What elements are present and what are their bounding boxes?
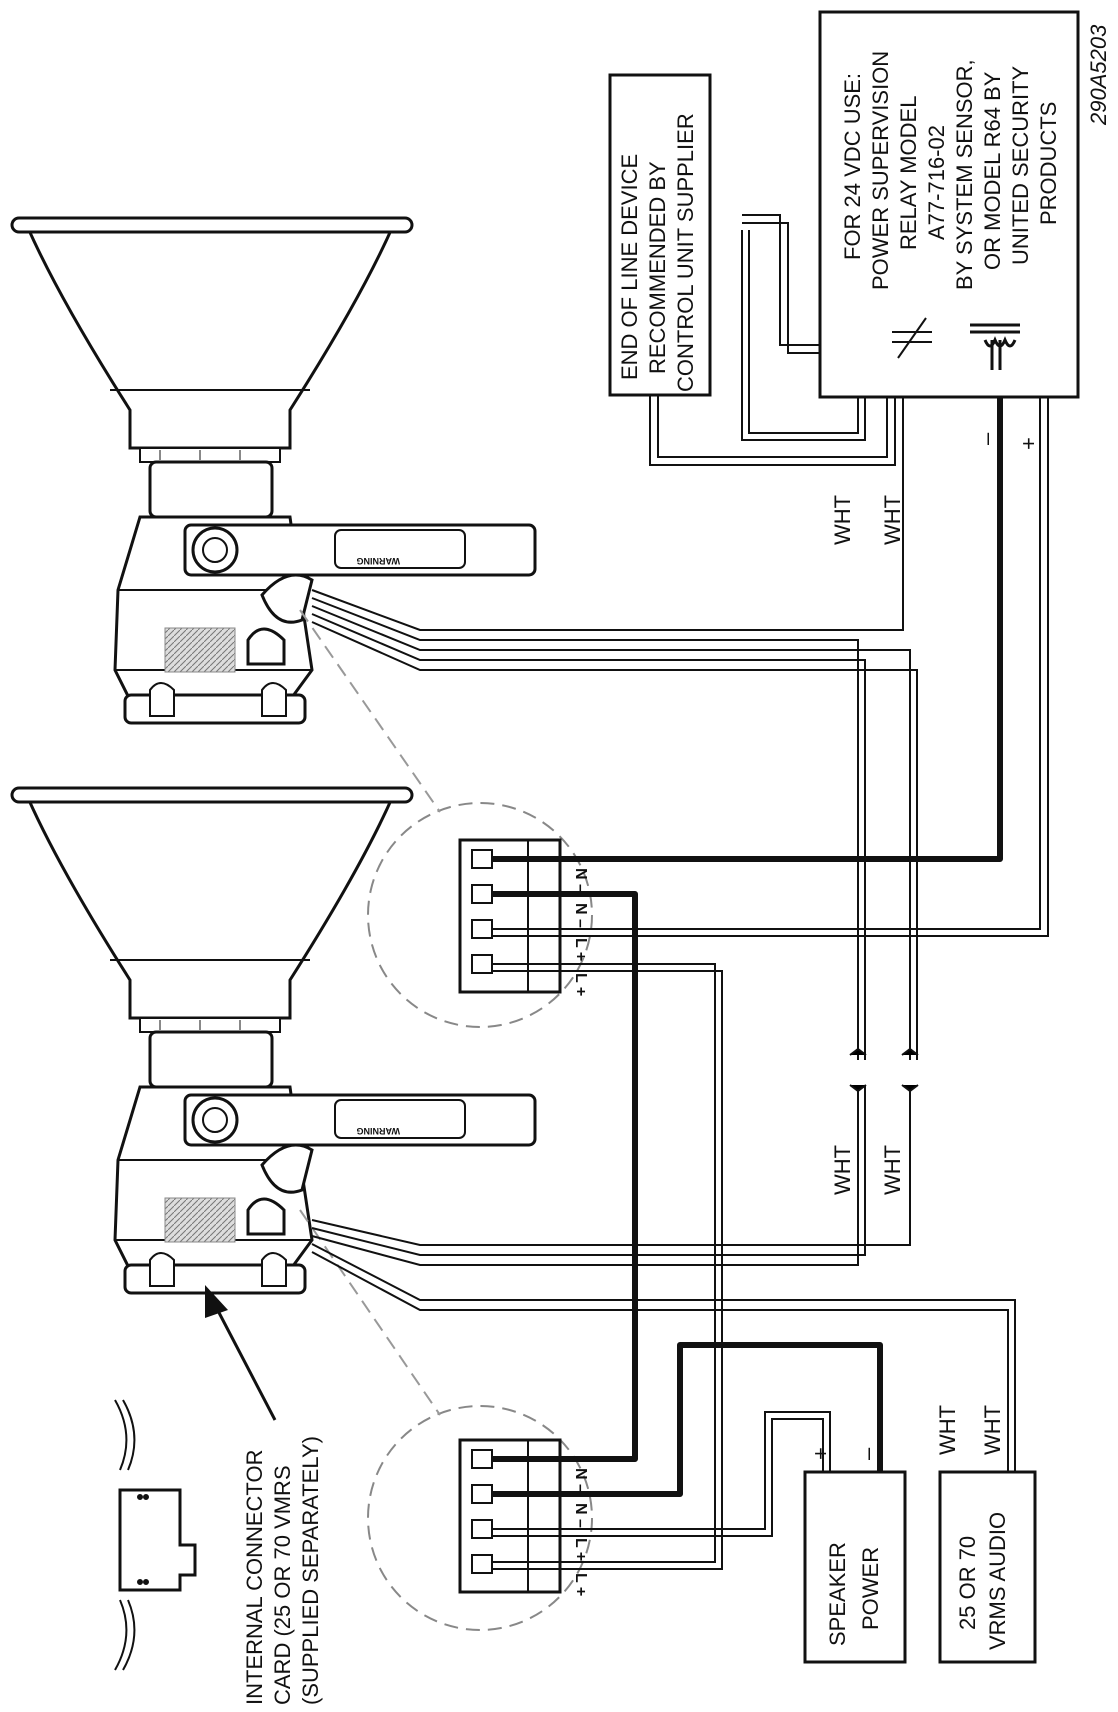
svg-text:N –: N – — [572, 903, 589, 928]
svg-text:WHT: WHT — [935, 1405, 960, 1455]
svg-text:CONTROL UNIT SUPPLIER: CONTROL UNIT SUPPLIER — [673, 113, 698, 392]
svg-text:PRODUCTS: PRODUCTS — [1036, 102, 1061, 225]
horn-plate-label: WARNING — [357, 1126, 401, 1136]
svg-text:BY SYSTEM SENSOR,: BY SYSTEM SENSOR, — [952, 59, 977, 290]
svg-text:(SUPPLIED SEPARATELY): (SUPPLIED SEPARATELY) — [298, 1436, 323, 1705]
power-supervision-relay-box: FOR 24 VDC USE: POWER SUPERVISION RELAY … — [818, 10, 1080, 450]
svg-text:POWER: POWER — [858, 1547, 883, 1630]
svg-text:–: – — [974, 432, 999, 445]
svg-text:N –: N – — [572, 868, 589, 893]
svg-text:L +: L + — [572, 938, 589, 961]
connector-card-icon — [114, 1399, 197, 1671]
speaker-power-box: SPEAKER POWER + – — [803, 1447, 907, 1664]
upper-horn-leads — [311, 345, 918, 1060]
horn-speaker-lower: WARNING — [10, 786, 537, 1295]
svg-text:L +: L + — [572, 973, 589, 996]
connector-card-note: INTERNAL CONNECTOR CARD (25 OR 70 VMRS (… — [242, 1436, 323, 1705]
svg-text:RELAY MODEL: RELAY MODEL — [896, 96, 921, 250]
svg-text:WHT: WHT — [880, 1145, 905, 1195]
svg-text:END OF LINE DEVICE: END OF LINE DEVICE — [617, 154, 642, 380]
svg-text:–: – — [855, 1447, 880, 1460]
svg-text:+: + — [808, 1447, 833, 1460]
svg-text:L +: L + — [572, 1573, 589, 1596]
svg-text:UNITED SECURITY: UNITED SECURITY — [1008, 65, 1033, 265]
end-of-line-device-box: END OF LINE DEVICE RECOMMENDED BY CONTRO… — [608, 73, 712, 397]
svg-text:A77-716-02: A77-716-02 — [924, 125, 949, 240]
horn-speaker-upper: WARNING — [10, 216, 537, 725]
svg-text:WHT: WHT — [830, 1145, 855, 1195]
svg-text:+: + — [1016, 437, 1041, 450]
svg-text:VRMS AUDIO: VRMS AUDIO — [985, 1512, 1010, 1650]
terminal-labels-upper: N – N – L + L + — [572, 868, 589, 996]
wht-wire-labels: WHT WHT WHT WHT WHT WHT — [830, 495, 1005, 1455]
wire-break-marks — [849, 1047, 919, 1093]
svg-text:INTERNAL CONNECTOR: INTERNAL CONNECTOR — [242, 1450, 267, 1705]
lower-horn-leads — [311, 1085, 1016, 1472]
reference-code: 290A5203 — [1086, 24, 1111, 126]
svg-text:WHT: WHT — [980, 1405, 1005, 1455]
terminal-block-upper — [458, 838, 562, 994]
speaker-power-wires — [492, 305, 1003, 1497]
svg-text:WHT: WHT — [830, 495, 855, 545]
svg-text:N –: N – — [572, 1468, 589, 1493]
svg-text:N –: N – — [572, 1503, 589, 1528]
horn-plate-label: WARNING — [357, 556, 401, 566]
terminal-zoom-circle-lower — [367, 1405, 593, 1631]
svg-text:RECOMMENDED BY: RECOMMENDED BY — [645, 161, 670, 374]
svg-text:25 OR 70: 25 OR 70 — [955, 1536, 980, 1630]
terminal-labels-lower: N – N – L + L + — [572, 1468, 589, 1596]
svg-text:L +: L + — [572, 1538, 589, 1561]
connector-card-arrow — [205, 1285, 277, 1421]
svg-text:FOR 24 VDC USE:: FOR 24 VDC USE: — [840, 73, 865, 260]
audio-source-box: 25 OR 70 VRMS AUDIO — [938, 1470, 1037, 1664]
terminal-zoom-circle-upper — [367, 802, 593, 1028]
svg-text:WHT: WHT — [880, 495, 905, 545]
svg-text:POWER SUPERVISION: POWER SUPERVISION — [868, 51, 893, 290]
svg-text:OR MODEL R64 BY: OR MODEL R64 BY — [980, 71, 1005, 270]
svg-text:SPEAKER: SPEAKER — [825, 1542, 850, 1646]
svg-text:CARD (25 OR 70 VMRS: CARD (25 OR 70 VMRS — [270, 1465, 295, 1705]
